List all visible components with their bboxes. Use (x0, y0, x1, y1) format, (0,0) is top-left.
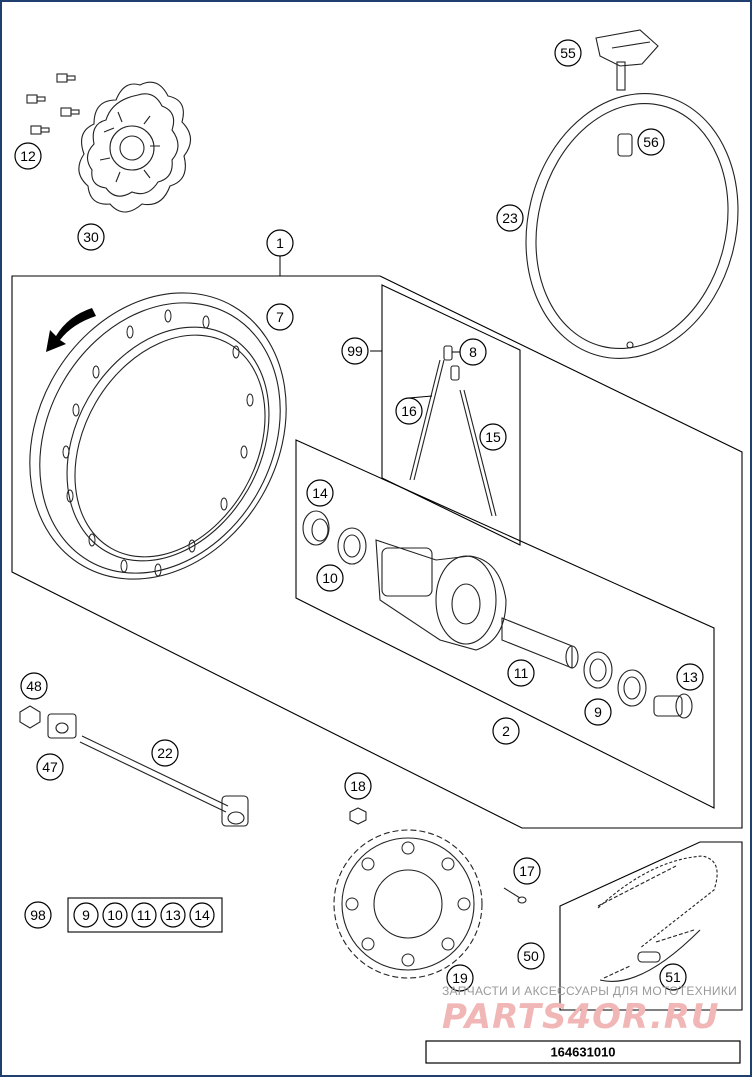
svg-text:8: 8 (469, 344, 477, 360)
callout-55: 55 (554, 39, 582, 67)
kit-98-item: 11 (131, 902, 157, 928)
svg-text:14: 14 (312, 485, 328, 501)
diagram-number: 164631010 (550, 1045, 615, 1060)
callout-30: 30 (77, 223, 105, 251)
callout-9: 9 (584, 698, 612, 726)
svg-text:19: 19 (452, 970, 468, 986)
svg-text:9: 9 (82, 907, 90, 923)
callout-14: 14 (306, 479, 334, 507)
rotation-arrow-icon (46, 308, 96, 352)
callout-10: 10 (316, 564, 344, 592)
callout-1: 1 (266, 229, 294, 257)
callout-50: 50 (517, 942, 545, 970)
svg-text:2: 2 (502, 723, 510, 739)
watermark-logo: PARTS4OR.RU (442, 997, 720, 1037)
svg-text:13: 13 (165, 907, 181, 923)
callout-17: 17 (513, 857, 541, 885)
rim (29, 292, 287, 580)
svg-text:47: 47 (42, 759, 58, 775)
callout-11: 11 (507, 659, 535, 687)
chain-master-link (637, 951, 661, 963)
svg-text:55: 55 (560, 45, 576, 61)
spokes (409, 345, 497, 517)
rim-lock (595, 29, 659, 91)
svg-text:99: 99 (347, 343, 363, 359)
svg-text:51: 51 (665, 969, 681, 985)
svg-text:48: 48 (26, 678, 42, 694)
svg-text:11: 11 (137, 907, 152, 923)
svg-text:10: 10 (322, 570, 338, 586)
callout-8: 8 (459, 338, 487, 366)
callout-12: 12 (14, 142, 42, 170)
svg-text:18: 18 (350, 778, 366, 794)
callout-19: 19 (446, 964, 474, 992)
axle (19, 705, 249, 827)
callout-98: 98 (24, 901, 52, 929)
leaders (68, 256, 507, 916)
spoke-set-outline (381, 284, 521, 546)
kit-98-item: 14 (189, 902, 215, 928)
kit-98-item: 9 (73, 902, 99, 928)
callout-47: 47 (36, 753, 64, 781)
svg-text:16: 16 (401, 403, 417, 419)
callout-15: 15 (479, 423, 507, 451)
svg-text:56: 56 (643, 134, 659, 150)
callout-13: 13 (676, 663, 704, 691)
kit-98-item: 13 (160, 902, 186, 928)
svg-text:23: 23 (502, 210, 518, 226)
callout-56: 56 (637, 128, 665, 156)
svg-text:50: 50 (523, 948, 539, 964)
callout-22: 22 (151, 739, 179, 767)
svg-text:9: 9 (594, 704, 602, 720)
callout-7: 7 (266, 303, 294, 331)
sprocket (333, 829, 483, 979)
brake-disc (78, 81, 192, 213)
svg-text:22: 22 (157, 745, 173, 761)
svg-text:98: 98 (30, 907, 46, 923)
callout-18: 18 (344, 772, 372, 800)
svg-text:12: 12 (20, 148, 36, 164)
svg-text:14: 14 (194, 907, 210, 923)
sprocket-nut (349, 807, 367, 825)
callout-16: 16 (395, 397, 423, 425)
sprocket-bolt (503, 887, 527, 904)
tyre (525, 93, 739, 359)
svg-text:13: 13 (682, 669, 698, 685)
callout-2: 2 (492, 717, 520, 745)
svg-text:11: 11 (514, 665, 529, 681)
callout-51: 51 (659, 963, 687, 991)
callout-48: 48 (20, 672, 48, 700)
svg-text:17: 17 (519, 863, 535, 879)
callout-23: 23 (496, 204, 524, 232)
kit-98-item: 10 (102, 902, 128, 928)
svg-text:30: 30 (83, 229, 99, 245)
diagram-number-box (425, 1040, 741, 1064)
disc-bolts (26, 73, 80, 135)
svg-text:10: 10 (107, 907, 123, 923)
svg-text:7: 7 (276, 309, 284, 325)
svg-text:1: 1 (276, 235, 284, 251)
svg-text:15: 15 (485, 429, 501, 445)
hub (302, 510, 693, 719)
chain-kit-outline (559, 841, 743, 1011)
wheel-assembly-outline (11, 275, 743, 829)
callout-99: 99 (341, 337, 369, 365)
hub-assembly-outline (295, 439, 715, 809)
chain (597, 855, 718, 982)
watermark-caption: ЗАПЧАСТИ И АКСЕССУАРЫ ДЛЯ МОТОТЕХНИКИ (442, 984, 737, 998)
